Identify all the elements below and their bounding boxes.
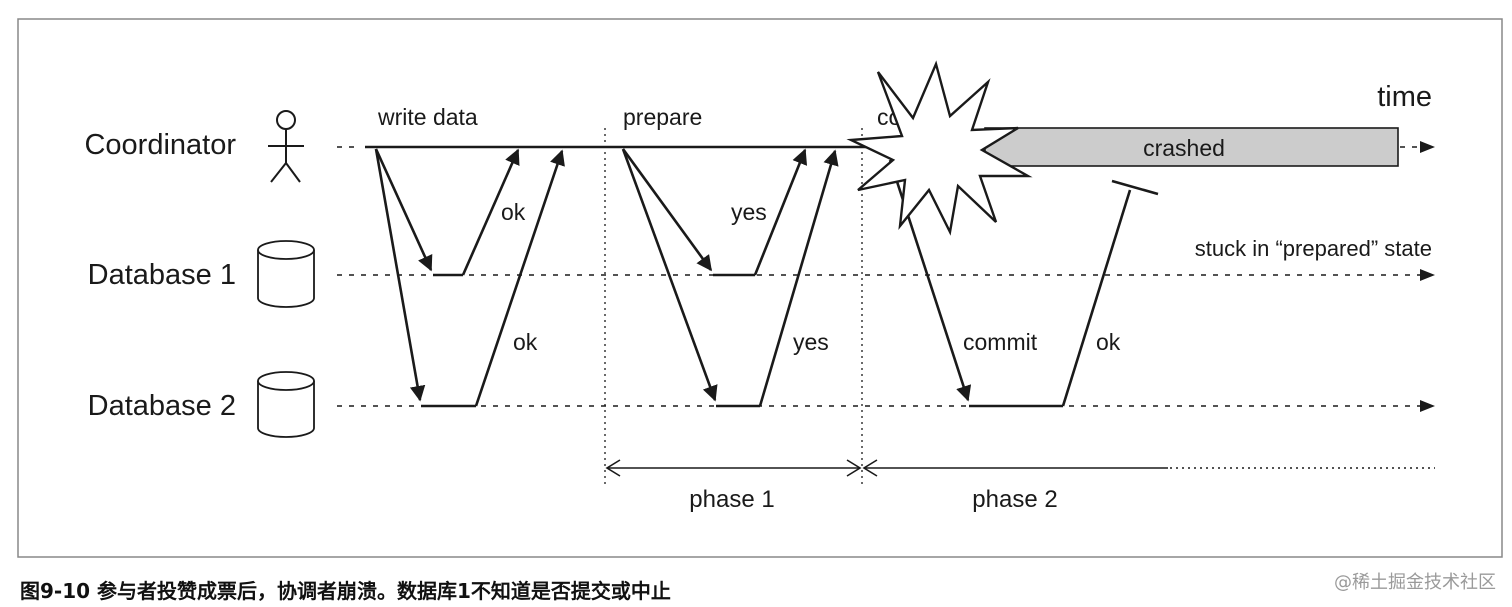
stuck-label: stuck in “prepared” state xyxy=(1195,236,1432,261)
commit-ok-label: ok xyxy=(1096,329,1121,355)
prepare-yes1-label: yes xyxy=(731,199,767,225)
database2-label: Database 2 xyxy=(88,390,236,422)
phase2-span xyxy=(862,459,1435,477)
crashed-label: crashed xyxy=(1143,135,1225,161)
phase2-label: phase 2 xyxy=(972,486,1057,513)
phase1-label: phase 1 xyxy=(689,486,774,513)
phase1-span xyxy=(605,459,862,477)
commit-label: commit xyxy=(963,329,1038,355)
timeline-arrowheads xyxy=(1420,141,1435,412)
database1-label: Database 1 xyxy=(88,259,236,291)
database1-icon xyxy=(257,240,315,308)
write-ok1-label: ok xyxy=(501,199,526,225)
lost-message-cross xyxy=(1111,179,1159,196)
database2-icon xyxy=(257,371,315,438)
timelines xyxy=(337,145,1420,407)
person-icon xyxy=(268,110,304,183)
diagram-frame xyxy=(17,18,1503,558)
prepare-messages xyxy=(621,148,839,408)
crash-burst-icon xyxy=(846,60,1033,236)
write-data-label: write data xyxy=(377,104,478,130)
write-data-messages xyxy=(374,148,565,408)
write-ok2-label: ok xyxy=(513,329,538,355)
crashed-bar xyxy=(984,127,1399,167)
figure-caption: 图9-10 参与者投赞成票后，协调者崩溃。数据库1不知道是否提交或中止 xyxy=(20,579,671,603)
time-label: time xyxy=(1377,81,1432,113)
coordinator-label: Coordinator xyxy=(84,129,236,161)
commit-messages xyxy=(888,159,1132,408)
watermark: @稀土掘金技术社区 xyxy=(1334,572,1496,593)
prepare-label: prepare xyxy=(623,104,702,130)
prepare-yes2-label: yes xyxy=(793,329,829,355)
